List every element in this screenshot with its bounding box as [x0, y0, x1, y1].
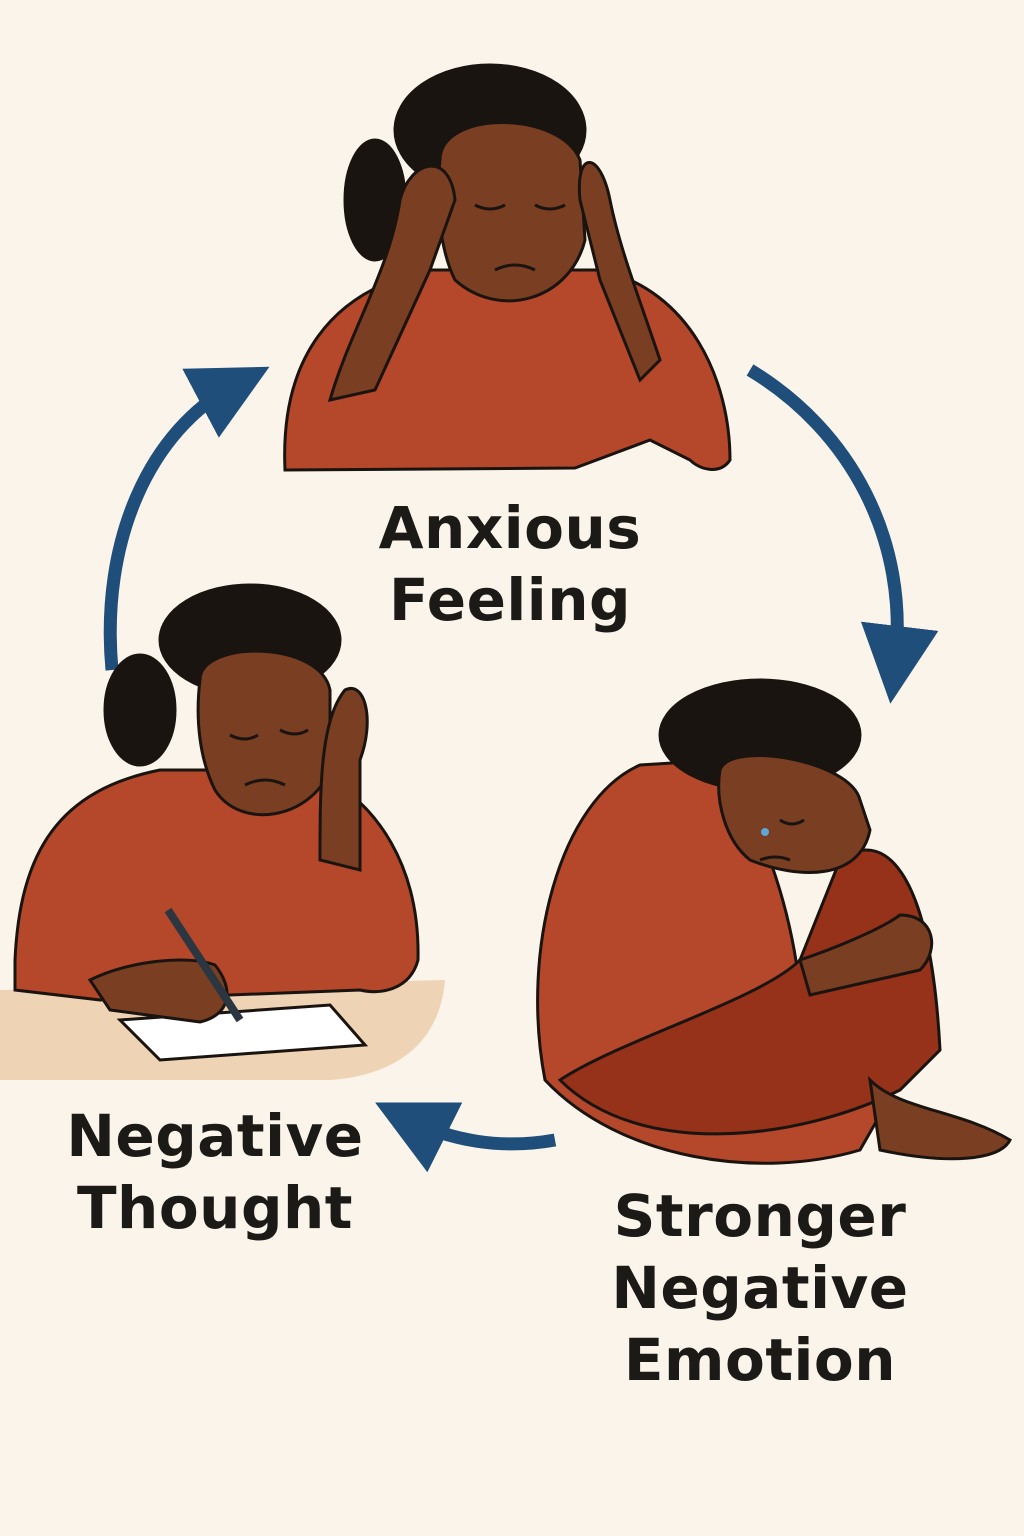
label-line: Thought — [76, 1174, 354, 1242]
arrow-emotion-to-thought — [375, 1102, 557, 1173]
stage-label-anxious-feeling: Anxious Feeling — [330, 492, 690, 636]
label-line: Stronger — [613, 1182, 907, 1250]
label-line: Feeling — [388, 566, 631, 634]
arrow-thought-to-anxious — [103, 366, 270, 671]
anxious-woman-illustration — [283, 63, 732, 472]
crying-woman-illustration — [536, 678, 1012, 1165]
writing-woman-illustration — [0, 583, 445, 1080]
label-line: Negative — [66, 1102, 364, 1170]
arrow-anxious-to-emotion — [746, 364, 939, 704]
stage-label-stronger-negative-emotion: Stronger Negative Emotion — [580, 1180, 940, 1396]
label-line: Negative — [611, 1254, 909, 1322]
label-line: Anxious — [378, 494, 642, 562]
stage-label-negative-thought: Negative Thought — [35, 1100, 395, 1244]
label-line: Emotion — [623, 1326, 897, 1394]
